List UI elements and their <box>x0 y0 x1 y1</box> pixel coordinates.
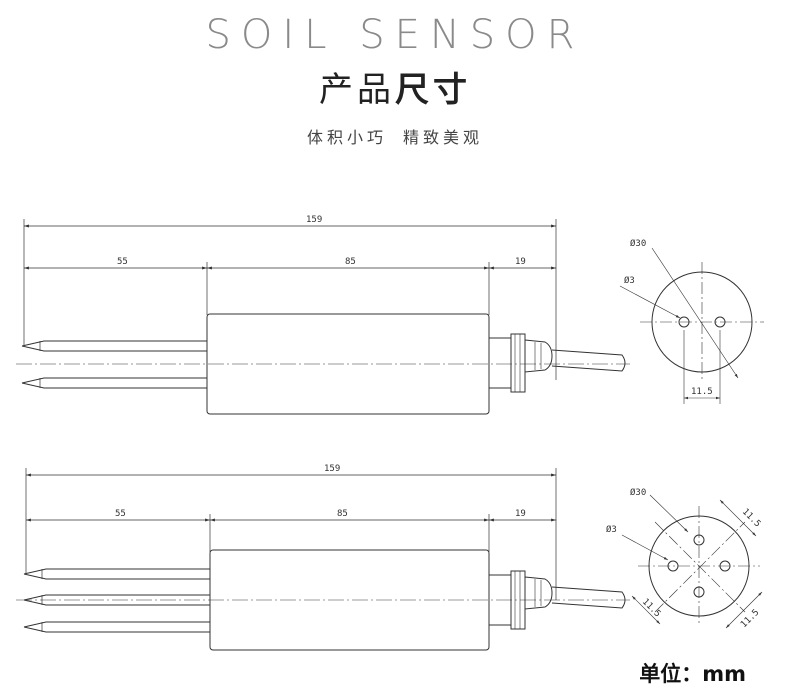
top-side-view <box>16 219 630 415</box>
bottom-gland-length: 19 <box>515 509 526 519</box>
bottom-overall-length: 159 <box>324 464 340 474</box>
title-cn-light: 产品 <box>319 70 395 110</box>
bottom-hole-diameter: Ø3 <box>606 524 617 535</box>
top-end-view <box>619 247 764 404</box>
bottom-probe-length: 55 <box>115 509 126 519</box>
subtitle: 体积小巧精致美观 <box>0 124 790 148</box>
bottom-spacing-c: 11.5 <box>739 608 761 630</box>
top-probe-length: 55 <box>117 257 128 267</box>
bottom-spacing-a: 11.5 <box>740 507 762 529</box>
top-overall-length: 159 <box>306 215 322 225</box>
title-en: SOIL SENSOR <box>205 12 585 58</box>
top-outer-diameter: Ø30 <box>630 238 646 249</box>
bottom-end-view <box>621 494 763 629</box>
subtitle-part-1: 体积小巧 <box>306 128 387 147</box>
bottom-body-length: 85 <box>337 509 348 519</box>
bottom-side-view <box>16 468 630 651</box>
unit-label: 单位：mm <box>639 662 746 686</box>
bottom-outer-diameter: Ø30 <box>630 487 646 498</box>
top-body-length: 85 <box>345 257 356 267</box>
top-hole-diameter: Ø3 <box>624 275 635 286</box>
title-cn-bold: 尺寸 <box>395 70 471 110</box>
top-gland-length: 19 <box>515 257 526 267</box>
bottom-spacing-b: 11.5 <box>640 597 662 619</box>
subtitle-part-2: 精致美观 <box>403 128 484 147</box>
top-hole-spacing: 11.5 <box>691 387 713 397</box>
title-cn: 产品尺寸 <box>0 62 790 111</box>
